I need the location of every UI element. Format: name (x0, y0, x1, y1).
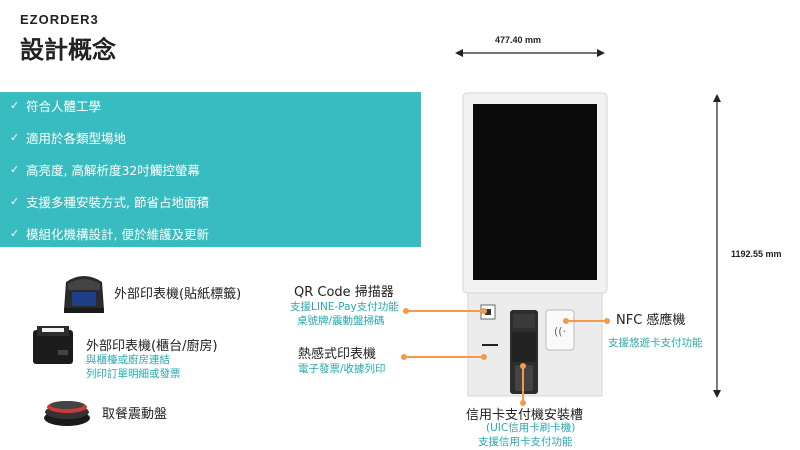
height-dimension-label: 1192.55 mm (731, 249, 782, 259)
width-dimension-arrow (455, 49, 605, 57)
feature-panel (0, 92, 421, 247)
width-dimension-label: 477.40 mm (495, 35, 542, 45)
check-icon: ✓ (10, 131, 20, 144)
qr-callout-dot (403, 308, 409, 314)
label-printer-label: 外部印表機(貼紙標籤) (114, 287, 242, 302)
page-title: 設計概念 (20, 36, 116, 64)
qr-scanner-desc: 支援LINE-Pay支付功能 (290, 301, 399, 313)
feature-item: ✓ 符合人體工學 (10, 96, 101, 115)
qr-scanner-desc: 桌號牌/震動盤掃碼 (297, 315, 385, 327)
kiosk-illustration: ((· (462, 92, 608, 397)
feature-item: ✓ 支援多種安裝方式, 節省占地面積 (10, 192, 209, 211)
feature-item: ✓ 高亮度, 高解析度32吋觸控螢幕 (10, 160, 200, 179)
check-icon: ✓ (10, 163, 20, 176)
card-callout-line (522, 366, 524, 404)
feature-item: ✓ 適用於各類型場地 (10, 128, 126, 147)
qr-callout-line (406, 310, 484, 312)
feature-item: ✓ 模組化機構設計, 便於維護及更新 (10, 224, 209, 243)
qr-scanner-title: QR Code 掃描器 (294, 285, 394, 300)
check-icon: ✓ (10, 195, 20, 208)
label-printer-image (64, 276, 104, 313)
counter-printer-desc: 與櫃檯或廚房連結 (86, 354, 170, 366)
card-slot-title: 信用卡支付機安裝槽 (466, 408, 584, 423)
qr-callout-dot (481, 308, 487, 314)
thermal-callout-dot (481, 354, 487, 360)
feature-label: 符合人體工學 (26, 99, 102, 114)
feature-label: 適用於各類型場地 (26, 131, 127, 146)
nfc-callout-dot (563, 318, 569, 324)
card-callout-dot (520, 400, 526, 406)
counter-printer-desc: 列印訂單明細或發票 (86, 368, 181, 380)
feature-label: 高亮度, 高解析度32吋觸控螢幕 (26, 163, 200, 178)
height-dimension-arrow (713, 94, 721, 398)
pager-label: 取餐震動盤 (102, 407, 168, 422)
card-callout-dot (520, 363, 526, 369)
thermal-printer-title: 熱感式印表機 (298, 347, 377, 362)
card-slot-desc: 支援信用卡支付功能 (478, 436, 573, 448)
card-slot-desc: (UIC信用卡刷卡機) (486, 422, 576, 434)
feature-label: 模組化機構設計, 便於維護及更新 (26, 227, 209, 242)
nfc-callout-line (566, 320, 606, 322)
check-icon: ✓ (10, 227, 20, 240)
nfc-callout-dot (604, 318, 610, 324)
feature-label: 支援多種安裝方式, 節省占地面積 (26, 195, 209, 210)
thermal-printer-desc: 電子發票/收據列印 (298, 363, 386, 375)
svg-text:((·: ((· (554, 325, 566, 338)
check-icon: ✓ (10, 99, 20, 112)
thermal-callout-dot (401, 354, 407, 360)
nfc-reader-title: NFC 感應機 (616, 313, 686, 328)
counter-printer-image (33, 326, 73, 364)
thermal-callout-line (404, 356, 484, 358)
counter-printer-title: 外部印表機(櫃台/廚房) (86, 339, 218, 354)
nfc-reader-desc: 支援悠遊卡支付功能 (608, 337, 703, 349)
brand-name: EZORDER3 (20, 12, 99, 27)
pager-image (44, 401, 90, 426)
